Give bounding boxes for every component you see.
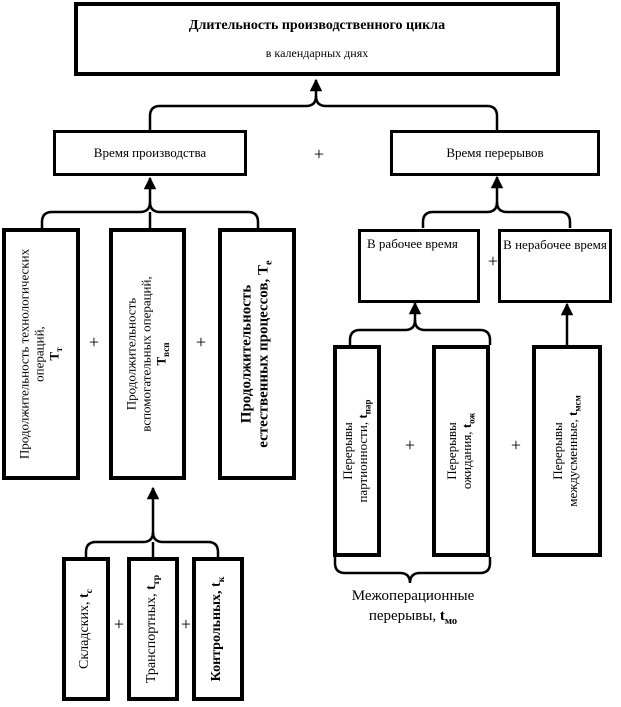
plus-sign: + (88, 332, 100, 352)
transport-box: Транспортных, tтр (127, 557, 179, 701)
connector-top (148, 78, 323, 131)
aux-operations-label: Продолжительность вспомогательных операц… (123, 276, 171, 432)
control-box: Контрольных, tк (192, 557, 244, 701)
working-time-label: В рабочее время (367, 236, 458, 251)
transport-label: Транспортных, tтр (143, 574, 162, 684)
batch-breaks-label: Перерывы партионности, tпар (340, 399, 373, 503)
aux-operations-box: Продолжительность вспомогательных операц… (109, 228, 186, 480)
cycle-duration-box: Длительность производственного цикла в к… (74, 2, 560, 76)
tech-operations-box: Продолжительность технологических операц… (2, 228, 80, 480)
nonworking-time-label: В нерабочее время (503, 237, 607, 252)
storage-box: Складских, tс (62, 557, 110, 701)
control-label: Контрольных, tк (208, 576, 227, 682)
connector-working (348, 301, 422, 345)
breaks-time-box: Время перерывов (390, 130, 600, 176)
cycle-subtitle: в календарных днях (265, 45, 369, 60)
plus-sign: + (313, 144, 325, 164)
plus-sign: + (510, 435, 522, 455)
connector-aux (84, 486, 160, 557)
production-time-label: Время производства (93, 145, 207, 160)
natural-processes-label: Продолжительность естественных процессов… (238, 260, 275, 448)
plus-sign: + (113, 614, 125, 634)
natural-processes-box: Продолжительность естественных процессов… (218, 228, 296, 480)
nonworking-time-box: В нерабочее время (498, 229, 612, 303)
interoperational-brace (333, 557, 492, 584)
storage-label: Складских, tс (76, 588, 95, 670)
plus-sign: + (487, 251, 499, 271)
plus-sign: + (195, 332, 207, 352)
batch-breaks-box: Перерывы партионности, tпар (333, 345, 381, 557)
tech-operations-label: Продолжительность технологических операц… (16, 248, 65, 460)
connector-breaks (421, 175, 504, 228)
waiting-breaks-box: Перерывы ожидания, tож (432, 345, 490, 557)
breaks-time-label: Время перерывов (446, 145, 544, 160)
intershift-breaks-label: Перерывы междусменные, tмсм (550, 395, 583, 507)
plus-sign: + (180, 614, 192, 634)
working-time-box: В рабочее время (358, 229, 480, 303)
connector-production (40, 176, 157, 228)
plus-sign: + (404, 435, 416, 455)
interoperational-label: Межоперационные перерывы, tмо (351, 588, 475, 628)
waiting-breaks-label: Перерывы ожидания, tож (444, 412, 477, 490)
production-time-box: Время производства (53, 130, 247, 176)
cycle-title: Длительность производственного цикла (188, 17, 446, 33)
intershift-breaks-box: Перерывы междусменные, tмсм (532, 345, 602, 557)
